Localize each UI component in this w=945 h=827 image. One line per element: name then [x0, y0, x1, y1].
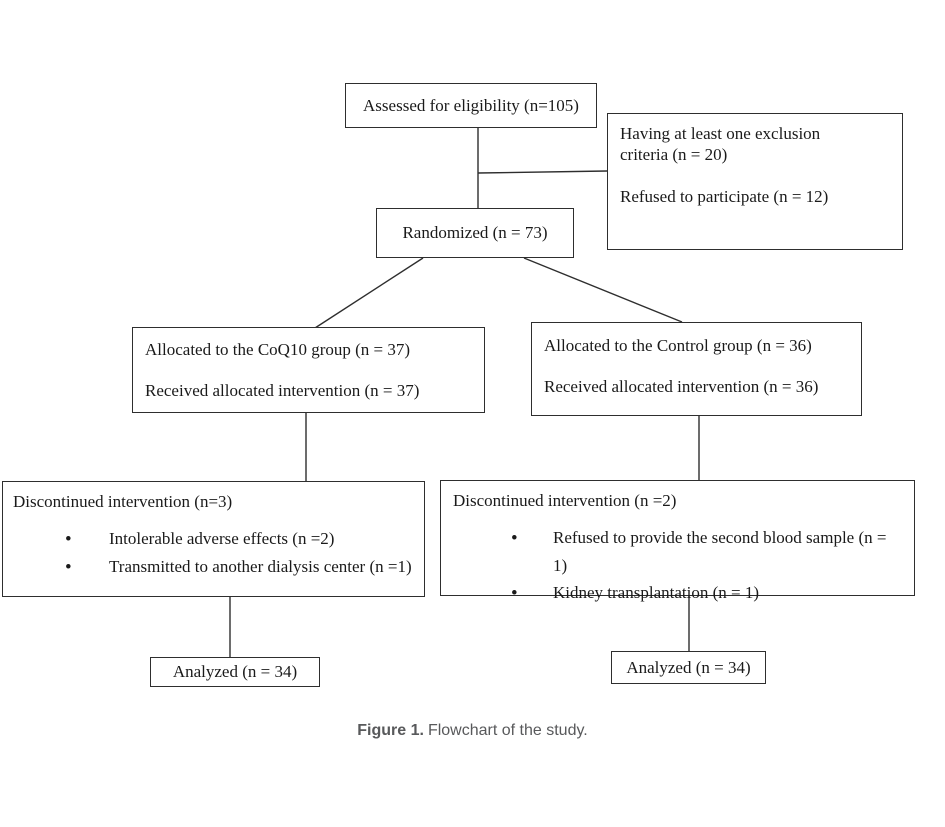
- analyzed-control-box: Analyzed (n = 34): [611, 651, 766, 684]
- connector-exclusion-branch: [477, 170, 608, 174]
- discontinued-control-bullet-2: Kidney transplantation (n = 1): [453, 579, 902, 609]
- connector-randomized-coq10: [314, 257, 424, 329]
- randomized-text: Randomized (n = 73): [402, 223, 548, 243]
- discontinued-coq10-bullet-1: Intolerable adverse effects (n =2): [13, 525, 414, 555]
- analyzed-control-text: Analyzed (n = 34): [626, 657, 751, 677]
- assessed-eligibility-text: Assessed for eligibility (n=105): [363, 95, 579, 115]
- figure-caption-label: Figure 1.: [357, 722, 424, 739]
- figure-caption-text: Flowchart of the study.: [427, 722, 588, 739]
- discontinued-coq10-box: Discontinued intervention (n=3) Intolera…: [2, 481, 425, 597]
- allocated-control-box: Allocated to the Control group (n = 36) …: [531, 322, 862, 416]
- exclusion-line2: criteria (n = 20): [620, 145, 728, 165]
- allocated-coq10-box: Allocated to the CoQ10 group (n = 37) Re…: [132, 327, 485, 413]
- discontinued-control-bullets: Refused to provide the second blood samp…: [453, 524, 902, 609]
- discontinued-control-box: Discontinued intervention (n =2) Refused…: [440, 480, 915, 610]
- discontinued-coq10-header: Discontinued intervention (n=3): [13, 492, 233, 511]
- allocated-coq10-line1: Allocated to the CoQ10 group (n = 37): [145, 340, 411, 359]
- analyzed-coq10-text: Analyzed (n = 34): [172, 662, 298, 682]
- exclusion-line3: Refused to participate (n = 12): [620, 186, 829, 206]
- exclusion-box: Having at least one exclusion criteria (…: [607, 113, 903, 250]
- figure-caption: Figure 1.Flowchart of the study.: [0, 722, 945, 740]
- discontinued-control-header: Discontinued intervention (n =2): [453, 491, 677, 510]
- assessed-eligibility-box: Assessed for eligibility (n=105): [345, 83, 597, 128]
- discontinued-coq10-bullet-2: Transmitted to another dialysis center (…: [13, 553, 414, 583]
- randomized-box: Randomized (n = 73): [376, 208, 574, 258]
- discontinued-control-bullet-1: Refused to provide the second blood samp…: [453, 524, 902, 579]
- analyzed-coq10-box: Analyzed (n = 34): [150, 657, 320, 687]
- allocated-coq10-line2: Received allocated intervention (n = 37): [145, 381, 420, 401]
- allocated-control-line1: Allocated to the Control group (n = 36): [544, 336, 812, 355]
- connector-randomized-control: [523, 257, 683, 323]
- allocated-control-line2: Received allocated intervention (n = 36): [544, 377, 819, 397]
- exclusion-line1: Having at least one exclusion: [620, 124, 821, 143]
- discontinued-coq10-bullets: Intolerable adverse effects (n =2) Trans…: [13, 525, 414, 583]
